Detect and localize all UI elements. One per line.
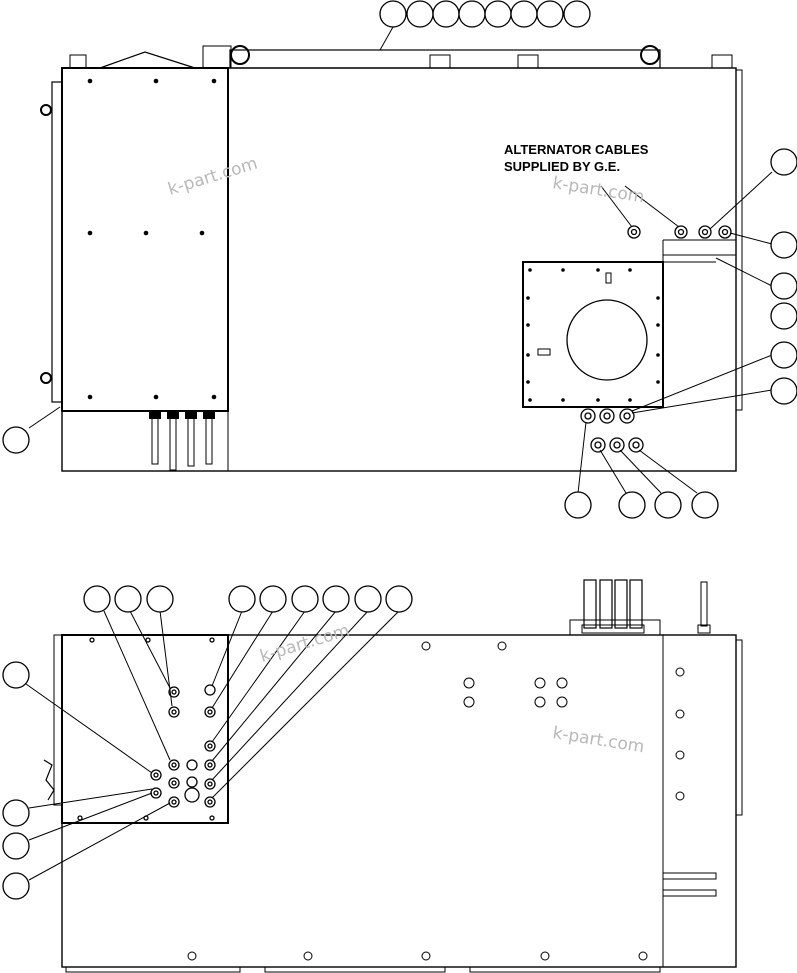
- cable-glands: [149, 411, 215, 471]
- callout-balloons-top: [2, 148, 797, 519]
- watermark: k-part.com: [166, 154, 260, 200]
- alternator-cables-note-line1: ALTERNATOR CABLES: [504, 142, 649, 157]
- watermark: k-part.com: [551, 173, 646, 207]
- bottom-housing: [61, 634, 737, 968]
- bottom-view: k-part.com k-part.com: [2, 579, 743, 973]
- hinge-strip: [51, 81, 63, 403]
- control-panel-plate: [61, 634, 229, 824]
- alternator-cables-note-line2: SUPPLIED BY G.E.: [504, 159, 620, 174]
- alternator-opening: [566, 299, 648, 381]
- top-view: ALTERNATOR CABLES SUPPLIED BY G.E.: [2, 0, 797, 519]
- hinge-knob: [40, 104, 52, 116]
- control-box: [61, 67, 229, 412]
- watermark: k-part.com: [258, 621, 352, 667]
- callout-balloons-top-row: [379, 0, 591, 28]
- cable-fittings: [580, 225, 732, 453]
- top-lifting-rail: [229, 49, 661, 69]
- callout-balloons-bottom: [2, 585, 413, 900]
- alternator-flange-plate: [522, 261, 664, 408]
- leader-lines-bottom: [25, 610, 400, 881]
- hinge-knob: [40, 372, 52, 384]
- watermark: k-part.com: [551, 723, 646, 757]
- leader-lines-top: [28, 26, 773, 494]
- flange-bolts: [526, 268, 660, 402]
- panel-fittings: [77, 637, 216, 821]
- control-box-bolts: [87, 78, 217, 400]
- housing-holes: [187, 641, 685, 961]
